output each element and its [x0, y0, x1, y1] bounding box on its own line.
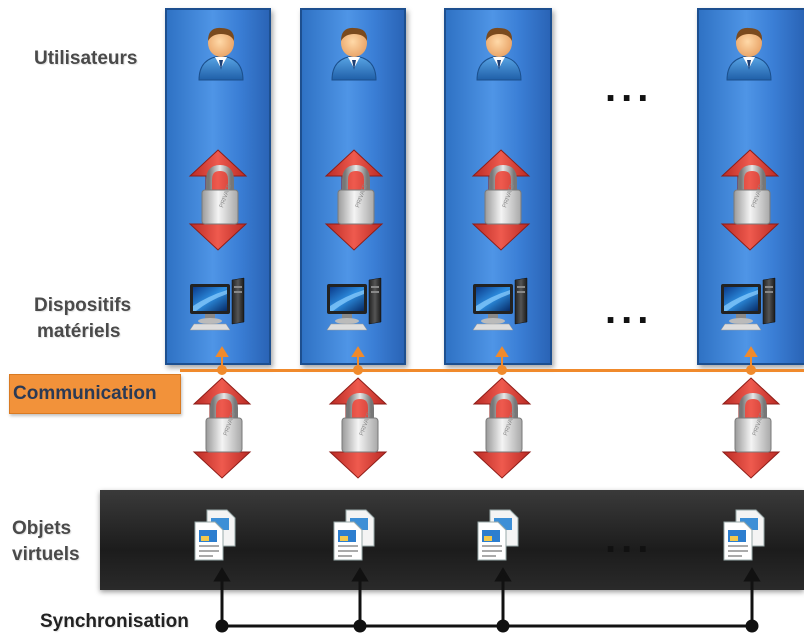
devices-label-line2: matériels: [37, 321, 121, 342]
documents-icon: [194, 509, 236, 561]
users-label: Utilisateurs: [34, 48, 138, 69]
synchronisation-label: Synchronisation: [40, 611, 189, 632]
user-icon: [198, 27, 244, 81]
padlock-arrow-icon: [326, 150, 382, 250]
computer-icon: [720, 277, 776, 331]
documents-icon: [723, 509, 765, 561]
padlock-arrow-icon: [474, 378, 530, 478]
user-icon: [726, 27, 772, 81]
user-icon: [476, 27, 522, 81]
synchronisation-lines: [213, 567, 761, 633]
objects-label-line2: virtuels: [12, 544, 80, 565]
padlock-arrow-icon: [473, 150, 529, 250]
documents-icon: [477, 509, 519, 561]
computer-icon: [326, 277, 382, 331]
computer-icon: [189, 277, 245, 331]
padlock-arrow-icon: [722, 150, 778, 250]
communication-box: [9, 374, 181, 414]
computer-icon: [472, 277, 528, 331]
objects-label-line1: Objets: [12, 518, 72, 539]
padlock-arrow-icon: [723, 378, 779, 478]
padlock-arrow-icon: [194, 378, 250, 478]
communication-line: [180, 369, 804, 372]
padlock-arrow-icon: [330, 378, 386, 478]
devices-label-line1: Dispositifs: [34, 295, 132, 316]
user-icon: [331, 27, 377, 81]
communication-label: Communication: [13, 383, 157, 404]
padlock-arrow-icon: [190, 150, 246, 250]
documents-icon: [333, 509, 375, 561]
communication-connectors: [215, 346, 758, 375]
